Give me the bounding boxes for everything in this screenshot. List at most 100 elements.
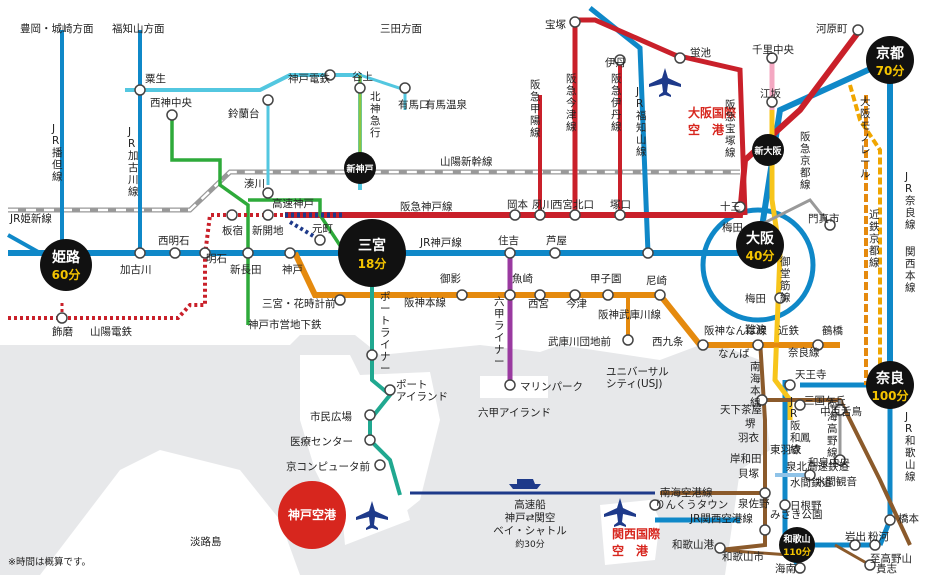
station-label-mikage: 御影 bbox=[440, 272, 461, 285]
st-motomachi[interactable] bbox=[314, 234, 326, 246]
st-shukugawa[interactable] bbox=[534, 209, 546, 221]
st-takarazuka[interactable] bbox=[569, 16, 581, 28]
st-nishikujo[interactable] bbox=[697, 339, 709, 351]
st-esaka[interactable] bbox=[766, 96, 778, 108]
st-portterminal[interactable] bbox=[366, 349, 378, 361]
st-minatogawa[interactable] bbox=[262, 187, 274, 199]
st-hotarugaike[interactable] bbox=[674, 52, 686, 64]
hub-nara[interactable]: 奈良 100分 bbox=[866, 361, 914, 409]
station-label-motomachi: 元町 bbox=[312, 223, 333, 235]
st-izumichuo[interactable] bbox=[834, 454, 846, 466]
hub-sannomiya[interactable]: 三宮 18分 bbox=[338, 219, 406, 287]
st-iwade[interactable] bbox=[849, 539, 861, 551]
hub-wakayama-name: 和歌山 bbox=[782, 533, 810, 545]
st-amagasaki-jr[interactable] bbox=[642, 247, 654, 259]
hub-himeji[interactable]: 姫路 60分 bbox=[40, 239, 92, 291]
st-kadomashi[interactable] bbox=[824, 219, 836, 231]
st-mikage[interactable] bbox=[456, 289, 468, 301]
station-label-hagoromo: 羽衣 bbox=[738, 431, 759, 444]
st-suzurandai[interactable] bbox=[262, 94, 274, 106]
st-tengachaya[interactable] bbox=[756, 394, 768, 406]
st-computer[interactable] bbox=[374, 459, 386, 471]
station-label-tsuruhashi: 鶴橋 bbox=[822, 324, 843, 337]
st-kokawa[interactable] bbox=[869, 539, 881, 551]
st-misakikoen[interactable] bbox=[759, 524, 771, 536]
line-label-nankai: 南海高野線 bbox=[827, 398, 838, 459]
st-tennoji[interactable] bbox=[784, 379, 796, 391]
st-kobe[interactable] bbox=[284, 247, 296, 259]
st-namba[interactable] bbox=[752, 339, 764, 351]
st-mikunigaoka[interactable] bbox=[794, 399, 806, 411]
hub-osaka-name: 大阪 bbox=[746, 230, 775, 247]
st-kakogawa[interactable] bbox=[134, 247, 146, 259]
st-marinepark[interactable] bbox=[504, 379, 516, 391]
station-label-shukugawa: 夙川 bbox=[532, 199, 553, 211]
line-kishi bbox=[834, 543, 871, 567]
st-iryo[interactable] bbox=[364, 434, 376, 446]
hub-wakayama[interactable]: 和歌山 110分 bbox=[779, 527, 815, 563]
st-nishiakashi[interactable] bbox=[169, 247, 181, 259]
station-label-kobedentetsu: 神戸電鉄 bbox=[288, 72, 330, 85]
kobe-airport[interactable]: 神戸空港 bbox=[278, 481, 346, 549]
hub-shinkobe[interactable]: 新神戸 bbox=[344, 152, 376, 184]
st-wakayamashi[interactable] bbox=[714, 542, 726, 554]
awaji-island bbox=[40, 450, 300, 575]
st-awaza[interactable] bbox=[134, 84, 146, 96]
st-nishinomiyakitaguchi[interactable] bbox=[569, 209, 581, 221]
hub-osaka[interactable]: 大阪 40分 bbox=[736, 221, 784, 269]
st-izumisano[interactable] bbox=[759, 487, 771, 499]
st-rinku[interactable] bbox=[649, 499, 661, 511]
hub-kyoto[interactable]: 京都 70分 bbox=[866, 36, 914, 84]
st-tsukaguchi[interactable] bbox=[614, 209, 626, 221]
st-okamoto[interactable] bbox=[509, 209, 521, 221]
st-mukogawa[interactable] bbox=[622, 334, 634, 346]
st-shinnagata[interactable] bbox=[242, 247, 254, 259]
station-label-shikama: 飾磨 bbox=[52, 325, 73, 338]
st-shiminhiroba[interactable] bbox=[364, 409, 376, 421]
st-ashiya[interactable] bbox=[549, 247, 561, 259]
st-itayado[interactable] bbox=[226, 209, 238, 221]
hub-shinosaka[interactable]: 新大阪 bbox=[752, 134, 784, 166]
st-akashi[interactable] bbox=[199, 247, 211, 259]
st-senrichuo[interactable] bbox=[766, 52, 778, 64]
st-amagasaki-h[interactable] bbox=[654, 289, 666, 301]
st-portisland[interactable] bbox=[384, 384, 396, 396]
st-uozaki[interactable] bbox=[504, 289, 516, 301]
station-label-arimaonsen: 有馬温泉 bbox=[425, 98, 467, 111]
station-label-tennoji: 天王寺 bbox=[795, 369, 827, 381]
ferry-line-1: 高速船 bbox=[514, 498, 546, 511]
hub-sannomiya-time: 18分 bbox=[358, 256, 387, 271]
st-kawaramachi[interactable] bbox=[852, 24, 864, 36]
st-tsuruhashi[interactable] bbox=[812, 339, 824, 351]
st-seishinchuo[interactable] bbox=[166, 109, 178, 121]
station-label-suzurandai: 鈴蘭台 bbox=[228, 107, 260, 120]
st-kobedentetsu[interactable] bbox=[324, 69, 336, 81]
st-nishinomiya[interactable] bbox=[534, 289, 546, 301]
st-mizuma[interactable] bbox=[804, 469, 816, 481]
st-hineno[interactable] bbox=[779, 499, 791, 511]
line-label-kintetsukyoto: 近鉄京都線 bbox=[869, 208, 880, 269]
st-shinkaichi[interactable] bbox=[262, 209, 274, 221]
station-label-hineno: 日根野 bbox=[790, 499, 822, 512]
station-label-koshienguchi: 甲子園 bbox=[590, 273, 622, 285]
st-arima[interactable] bbox=[399, 82, 411, 94]
st-sannomiyahanadokei[interactable] bbox=[334, 294, 346, 306]
st-koshien[interactable] bbox=[602, 289, 614, 301]
st-itami[interactable] bbox=[614, 54, 626, 66]
st-kishi[interactable] bbox=[864, 559, 876, 571]
st-umeda[interactable] bbox=[774, 292, 786, 304]
st-shikama[interactable] bbox=[56, 312, 68, 324]
st-juso[interactable] bbox=[734, 201, 746, 213]
st-imazu[interactable] bbox=[569, 289, 581, 301]
station-label-awaza: 粟生 bbox=[145, 72, 166, 85]
station-label-mizumaeda: 水間観音 bbox=[815, 475, 857, 488]
st-kainan[interactable] bbox=[794, 562, 806, 574]
station-label-shiminhiroba: 市民広場 bbox=[310, 410, 352, 423]
st-nakamozu[interactable] bbox=[834, 404, 846, 416]
st-hashimoto[interactable] bbox=[884, 514, 896, 526]
st-tanigami[interactable] bbox=[354, 82, 366, 94]
station-label-senrichuo: 千里中央 bbox=[752, 43, 794, 56]
station-label-misakikoen: みさき公園 bbox=[770, 509, 823, 521]
st-sumiyoshi[interactable] bbox=[504, 247, 516, 259]
